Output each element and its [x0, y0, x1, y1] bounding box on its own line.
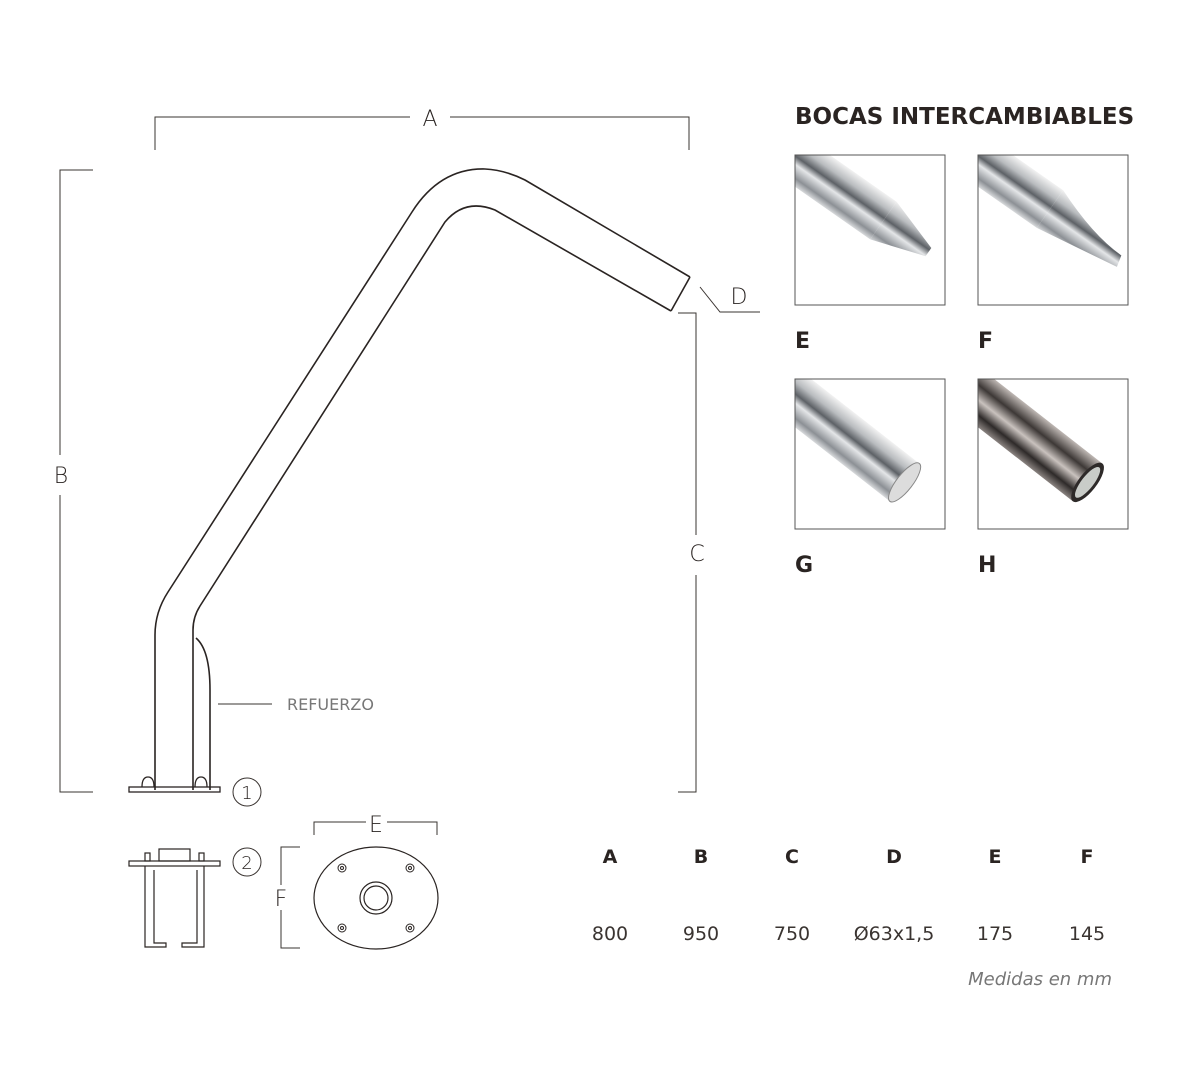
callout-2: 2: [241, 853, 252, 874]
dimension-c: C: [678, 312, 705, 793]
table-header: E: [989, 846, 1002, 868]
table-cell: 950: [683, 923, 719, 945]
dimension-a: A: [154, 107, 690, 150]
nozzle-h-image: [978, 379, 1104, 503]
table-cell: 145: [1069, 923, 1105, 945]
nozzle-f-image: [978, 155, 1122, 267]
table-header: D: [886, 846, 902, 868]
dimension-d-label: D: [731, 285, 748, 310]
nozzle-g-image: [795, 379, 922, 503]
dimension-f-label: F: [275, 887, 288, 912]
nozzle-g-label: G: [795, 553, 813, 578]
reinforcement-plate: [195, 637, 211, 790]
nozzle-f-frame: [977, 154, 1129, 306]
nozzle-f-label: F: [978, 329, 993, 354]
nozzle-e-frame: [794, 154, 946, 306]
table-cell: 750: [774, 923, 810, 945]
table-cell: 800: [592, 923, 628, 945]
dimension-b-label: B: [54, 464, 68, 489]
base-plate-1: 1: [128, 776, 262, 807]
nozzle-h-frame: [977, 378, 1129, 530]
nozzles-title: BOCAS INTERCAMBIABLES: [795, 104, 1134, 130]
dimension-a-label: A: [422, 107, 437, 132]
nozzle-g-frame: [794, 378, 946, 530]
units-note: Medidas en mm: [968, 969, 1112, 990]
reinforcement-callout: REFUERZO: [218, 695, 374, 714]
nozzle-e-image: [795, 155, 932, 257]
table-header: F: [1081, 846, 1094, 868]
table-header: A: [603, 846, 618, 868]
anchor-base-2: 2: [128, 847, 262, 948]
dimension-c-label: C: [689, 542, 704, 567]
callout-1: 1: [241, 783, 252, 804]
table-cell: 175: [977, 923, 1013, 945]
reinforcement-label: REFUERZO: [287, 695, 374, 714]
table-cell: Ø63x1,5: [854, 923, 935, 945]
nozzle-e-label: E: [795, 329, 810, 354]
dimension-d: D: [699, 285, 760, 313]
pipe-outline: [154, 168, 691, 790]
base-plate-top-view: E F: [275, 813, 439, 950]
dimension-e-label: E: [369, 813, 383, 838]
table-header: C: [785, 846, 799, 868]
nozzle-h-label: H: [978, 553, 996, 578]
dimensions-table: A B C D E F 800 950 750 Ø63x1,5 175 145 …: [592, 846, 1112, 990]
table-header: B: [694, 846, 708, 868]
dimension-b: B: [54, 169, 93, 793]
